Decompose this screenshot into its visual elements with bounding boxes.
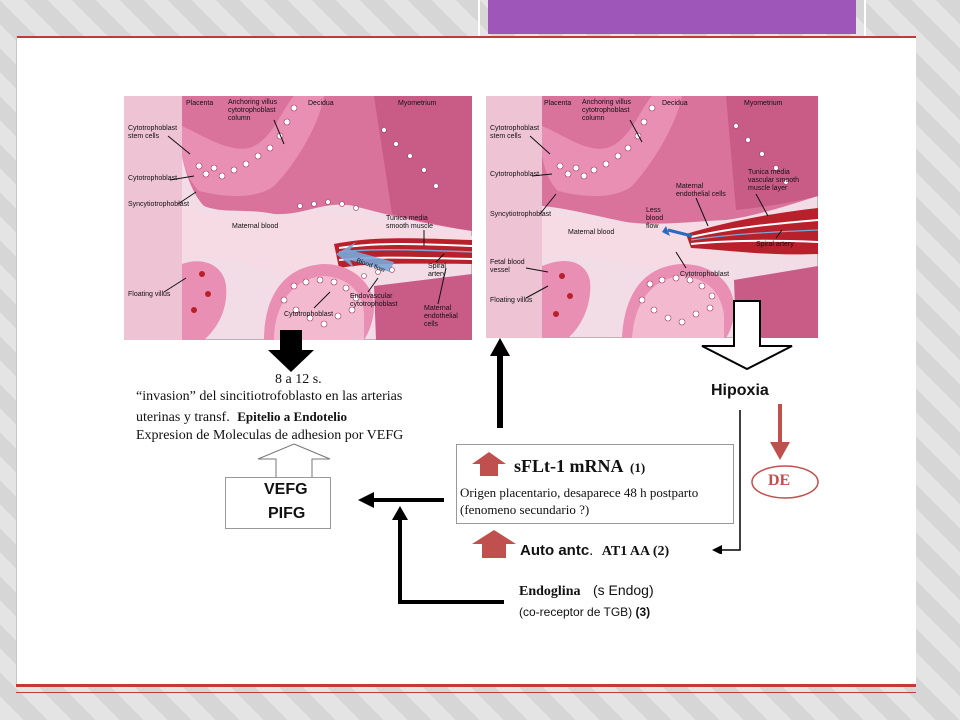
label-cytotrophoblast-right: Cytotrophoblast xyxy=(490,171,539,178)
label-cytotrophoblast-bottom-right: Cytotrophoblast xyxy=(680,271,729,278)
label-placenta: Placenta xyxy=(186,100,213,107)
invasion-line-1: “invasion” del sincitiotrofoblasto en la… xyxy=(136,389,403,404)
label-decidua: Decidua xyxy=(308,100,334,107)
label-myometrium: Myometrium xyxy=(398,100,437,107)
label-less-1: Less xyxy=(646,207,661,214)
label-anchoring-villus: Anchoring villus xyxy=(228,99,278,106)
auto-up-arrow-icon xyxy=(472,530,516,558)
sflt-up-arrow-icon xyxy=(472,452,506,476)
label-maternal-blood: Maternal blood xyxy=(232,223,278,230)
label-maternal-endo-1-right: Maternal xyxy=(676,183,704,190)
elbow-arrow-icon xyxy=(392,506,504,604)
label-floating-villus: Floating villus xyxy=(128,291,171,298)
hipoxia-label: Hipoxia xyxy=(711,382,769,399)
label-maternal-endo-1: Maternal xyxy=(424,305,452,312)
label-cytotrophoblast-column: cytotrophoblast xyxy=(228,107,276,114)
header-accent-bar xyxy=(488,0,856,34)
label-stem-cells-1-right: Cytotrophoblast xyxy=(490,125,539,132)
at1-label: AT1 AA (2) xyxy=(601,544,670,559)
time-label: 8 a 12 s. xyxy=(275,372,322,387)
label-tunica-2-right: vascular smooth xyxy=(748,177,799,184)
label-maternal-endo-3: cells xyxy=(424,321,439,328)
s-endog-label: (s Endog) xyxy=(592,582,654,598)
label-tunica-1-right: Tunica media xyxy=(748,169,790,176)
invasion-line-2b: Epitelio a Endotelio xyxy=(237,409,347,424)
slide-bottom-rule xyxy=(16,684,916,687)
label-placenta-right: Placenta xyxy=(544,100,571,107)
invasion-line-2: uterinas y transf. Epitelio a Endotelio xyxy=(136,409,347,426)
de-down-arrow-icon xyxy=(770,404,790,460)
normal-placentation-illustration: Placenta Anchoring villus cytotrophoblas… xyxy=(124,96,472,340)
label-floating-villus-right: Floating villus xyxy=(490,297,533,304)
label-column: column xyxy=(228,115,251,122)
label-spiral-2: artery xyxy=(428,271,446,278)
sflt-box xyxy=(456,444,734,524)
up-outline-arrow-icon xyxy=(257,443,331,479)
label-column-right: column xyxy=(582,115,605,122)
origen-line-2: (fenomeno secundario ?) xyxy=(460,502,590,517)
label-decidua-right: Decidua xyxy=(662,100,688,107)
label-less-3: flow xyxy=(646,223,659,230)
label-maternal-endo-2-right: endothelial cells xyxy=(676,191,726,198)
label-endovascular-1: Endovascular xyxy=(350,293,393,300)
label-cytotrophoblast-column-right: cytotrophoblast xyxy=(582,107,630,114)
auto-dot: . xyxy=(589,542,594,559)
label-myometrium-right: Myometrium xyxy=(744,100,783,107)
co-receptor-line: (co-receptor de TGB) (3) xyxy=(519,605,650,619)
slide-bottom-thin-rule xyxy=(16,692,916,693)
co-receptor-ref: (3) xyxy=(635,605,651,619)
auto-line: Auto antc. AT1 AA (2) xyxy=(520,542,669,560)
de-label: DE xyxy=(768,472,791,489)
label-endovascular-2: cytotrophoblast xyxy=(350,301,398,308)
auto-label: Auto antc xyxy=(520,542,590,559)
co-receptor-label: (co-receptor de TGB) xyxy=(519,605,633,619)
label-fetal-1: Fetal blood xyxy=(490,259,525,266)
label-cytotrophoblast-bottom: Cytotrophoblast xyxy=(284,311,333,318)
label-anchoring-villus-right: Anchoring villus xyxy=(582,99,632,106)
endoglina-line: Endoglina (s Endog) xyxy=(519,582,654,600)
up-arrow-icon xyxy=(490,338,510,428)
invasion-line-2a: uterinas y transf. xyxy=(136,410,230,425)
de-ellipse xyxy=(751,465,819,499)
slide-left-edge xyxy=(16,36,17,687)
label-tunica-1: Tunica media xyxy=(386,215,428,222)
label-tunica-3-right: muscle layer xyxy=(748,185,788,192)
sflt-title: sFLt-1 mRNA (1) xyxy=(514,456,645,477)
label-stem-cells-2-right: stem cells xyxy=(490,133,522,140)
label-maternal-endo-2: endothelial xyxy=(424,313,458,320)
down-outline-arrow-icon xyxy=(701,300,793,370)
label-tunica-2: smooth muscle xyxy=(386,223,433,230)
label-cytotrophoblast: Cytotrophoblast xyxy=(128,175,177,182)
hipoxia-connector-icon xyxy=(712,410,741,554)
invasion-line-3: Expresion de Moleculas de adhesion por V… xyxy=(136,428,404,443)
header-divider-right xyxy=(864,0,866,36)
label-stem-cells-1: Cytotrophoblast xyxy=(128,125,177,132)
endoglina-label: Endoglina xyxy=(519,584,581,599)
down-arrow-icon xyxy=(268,330,314,372)
preeclampsia-placentation-illustration: Placenta Anchoring villus cytotrophoblas… xyxy=(486,96,818,338)
sflt-ref: (1) xyxy=(630,460,646,475)
label-syncytiotrophoblast-right: Syncytiotrophoblast xyxy=(490,211,551,218)
label-stem-cells-2: stem cells xyxy=(128,133,160,140)
origen-line-1: Origen placentario, desaparece 48 h post… xyxy=(460,485,699,500)
pifg-label: PIFG xyxy=(268,505,306,522)
sflt-label: sFLt-1 mRNA xyxy=(514,456,623,476)
label-maternal-blood-right: Maternal blood xyxy=(568,229,614,236)
vefg-pifg-box xyxy=(225,477,331,529)
label-spiral-1: Spiral xyxy=(428,263,446,270)
left-arrow-icon xyxy=(358,492,444,508)
label-less-2: blood xyxy=(646,215,663,222)
header-divider-left xyxy=(478,0,480,36)
label-spiral-artery-right: Spiral artery xyxy=(756,241,794,248)
vefg-label: VEFG xyxy=(264,481,308,498)
label-fetal-2: vessel xyxy=(490,267,510,274)
label-syncytiotrophoblast: Syncytiotrophoblast xyxy=(128,201,189,208)
